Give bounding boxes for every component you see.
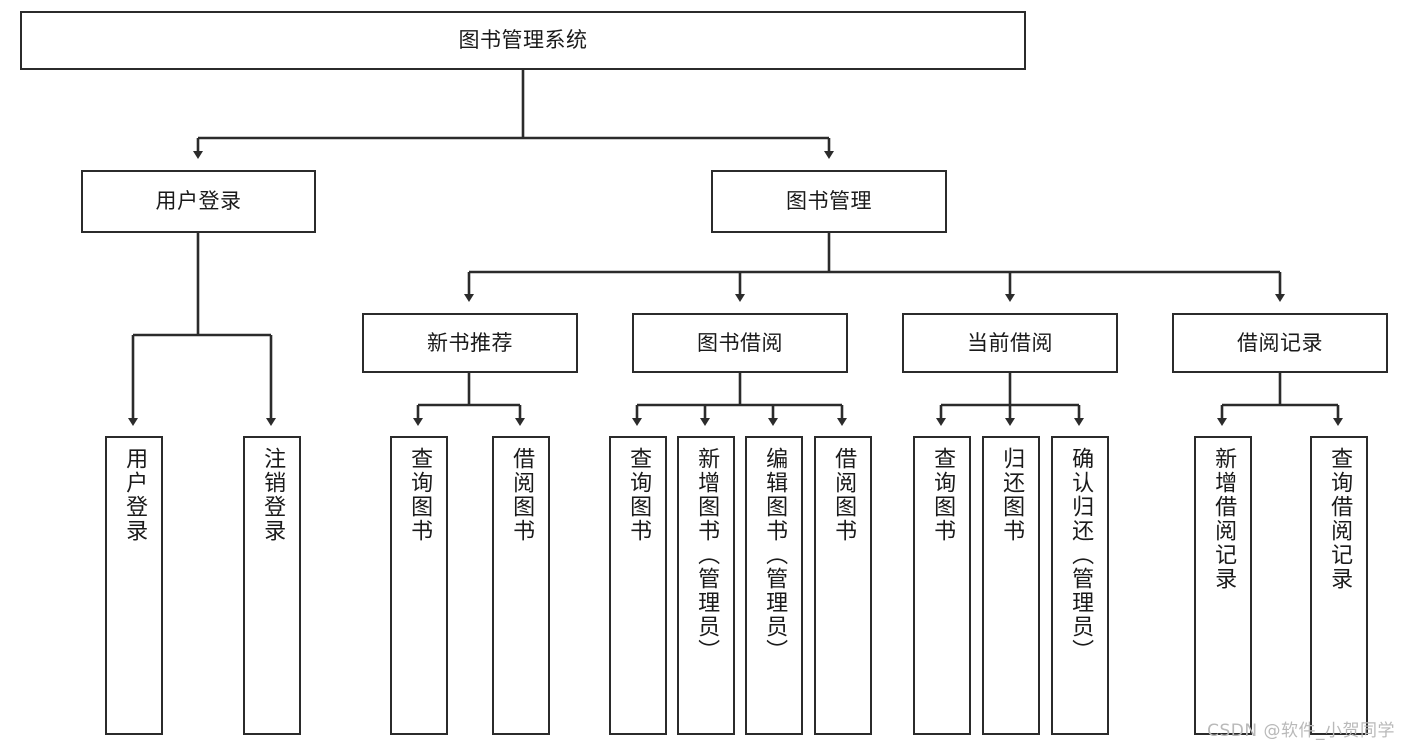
leaf-book-borrow-query[interactable]: 查询图书 (609, 436, 667, 735)
node-current-borrow[interactable]: 当前借阅 (902, 313, 1118, 373)
node-label: 当前借阅 (967, 330, 1053, 355)
node-label: 新增借阅记录 (1211, 447, 1237, 591)
node-label: 借阅记录 (1237, 330, 1323, 355)
node-label: 确认归还（管理员） (1068, 447, 1094, 663)
node-book-management[interactable]: 图书管理 (711, 170, 947, 233)
leaf-book-borrow-edit[interactable]: 编辑图书（管理员） (745, 436, 803, 735)
node-label: 新书推荐 (427, 330, 513, 355)
node-label: 编辑图书（管理员） (762, 447, 788, 663)
node-borrow-record[interactable]: 借阅记录 (1172, 313, 1388, 373)
node-label: 图书管理系统 (458, 28, 588, 53)
watermark-text: CSDN @软件_小贺同学 (1207, 721, 1395, 741)
leaf-book-borrow-borrow[interactable]: 借阅图书 (814, 436, 872, 735)
leaf-borrow-record-add[interactable]: 新增借阅记录 (1194, 436, 1252, 735)
node-label: 用户登录 (122, 447, 148, 543)
leaf-user-login-login[interactable]: 用户登录 (105, 436, 163, 735)
node-user-login[interactable]: 用户登录 (81, 170, 316, 233)
node-label: 查询借阅记录 (1327, 447, 1353, 591)
node-label: 借阅图书 (831, 447, 857, 543)
leaf-current-borrow-query[interactable]: 查询图书 (913, 436, 971, 735)
leaf-user-login-logout[interactable]: 注销登录 (243, 436, 301, 735)
node-root-system[interactable]: 图书管理系统 (20, 11, 1026, 70)
node-label: 用户登录 (155, 189, 242, 214)
node-label: 查询图书 (626, 447, 652, 543)
node-new-book-recommend[interactable]: 新书推荐 (362, 313, 578, 373)
leaf-current-borrow-confirm-return[interactable]: 确认归还（管理员） (1051, 436, 1109, 735)
node-label: 查询图书 (930, 447, 956, 543)
node-label: 归还图书 (999, 447, 1025, 543)
node-label: 注销登录 (260, 447, 286, 543)
node-label: 借阅图书 (509, 447, 535, 543)
node-label: 图书管理 (786, 189, 872, 214)
node-label: 新增图书（管理员） (694, 447, 720, 663)
leaf-new-book-borrow[interactable]: 借阅图书 (492, 436, 550, 735)
leaf-book-borrow-add[interactable]: 新增图书（管理员） (677, 436, 735, 735)
leaf-new-book-query[interactable]: 查询图书 (390, 436, 448, 735)
leaf-borrow-record-query[interactable]: 查询借阅记录 (1310, 436, 1368, 735)
node-book-borrow[interactable]: 图书借阅 (632, 313, 848, 373)
node-label: 图书借阅 (697, 330, 783, 355)
leaf-current-borrow-return[interactable]: 归还图书 (982, 436, 1040, 735)
node-label: 查询图书 (407, 447, 433, 543)
